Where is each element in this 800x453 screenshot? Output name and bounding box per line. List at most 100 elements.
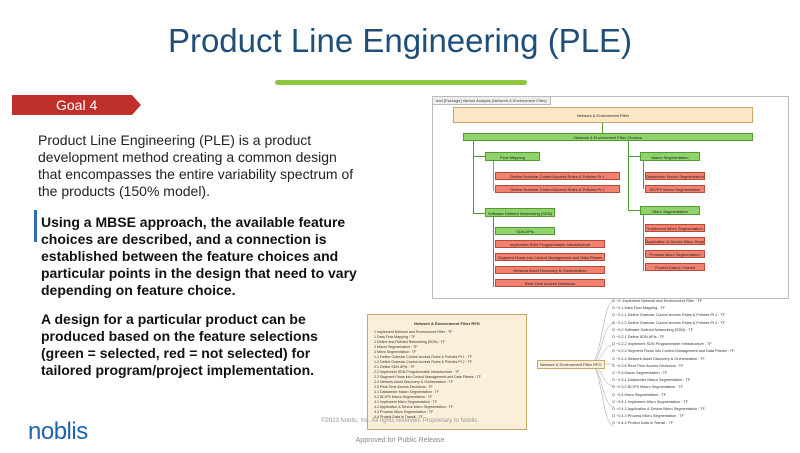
tree-item: 4.4 Protect Data in Transit : TF [374, 415, 423, 419]
sdn-node: Software Defined Networking (SDN) [485, 208, 555, 217]
node-label: Application & Device Micro Segmentation [646, 239, 705, 244]
mindmap-item: O ~0.3.1 Datacenter Macro Segmentation :… [612, 378, 691, 383]
mindmap-item: O ~0.4.4 Protect Data in Transit : TF [612, 421, 674, 426]
tree-title: Network & Environment Filter RFG [414, 321, 480, 326]
mindmap-item: O ~0.4.1 Implement Micro Segmentation : … [612, 399, 689, 404]
diagram-choices-node: Network & Environment Filter Choices [463, 133, 753, 141]
tree-item: 3 Micro Segmentation : TF [374, 350, 417, 354]
macro-seg-label: Macro Segmentation [651, 155, 689, 160]
node-label: Process Micro Segmentation [649, 252, 701, 257]
connector [628, 141, 629, 211]
tree-list: 1 Implement Network and Environment Filt… [368, 326, 526, 420]
connector [643, 215, 644, 271]
micro-seg-label: Micro Segmentation [652, 209, 688, 214]
node-label: Implement SDN Programmable Infrastructur… [509, 242, 591, 247]
mindmap-list: O ~0. Implement Network and Environment … [612, 298, 734, 428]
tree-item: 4.2 Application & Device Micro Segmentat… [374, 405, 454, 409]
mindmap-item: O ~0.1 Data Flow Mapping : TF [612, 306, 666, 311]
mindmap-item: O ~0.3.2 BC/PS Macro Segmentation : TF [612, 385, 683, 390]
mindmap-item: O ~0. Implement Network and Environment … [612, 299, 703, 303]
sdn-label: Software Defined Networking (SDN) [487, 211, 553, 216]
diagram-node-red: Network Asset Discovery & Orchestration [495, 266, 605, 274]
connector [628, 156, 640, 157]
micro-seg-node: Micro Segmentation [640, 206, 700, 215]
node-label: Implement Micro Segmentation [647, 226, 703, 231]
diagram-root-label: Network & Environment Filter [576, 113, 629, 118]
tree-item: 2.1 Define SDN APIs : TF [374, 365, 415, 369]
node-label: Segment Flows into Control Management an… [497, 255, 603, 260]
diagram-node-red: Process Micro Segmentation [645, 250, 705, 258]
mbse-paragraph: Using a MBSE approach, the available fea… [41, 214, 357, 298]
tree-item: 2.4 Network Asset Discovery & Orchestrat… [374, 380, 454, 384]
mindmap-item: O ~0.4.3 Process Micro Segmentation : TF [612, 414, 684, 419]
diagram-node-red: Datacenter Macro Segmentation [645, 172, 705, 180]
diagram-node-red: Protect Data in Transit [645, 263, 705, 271]
intro-text: Product Line Engineering (PLE) is a prod… [38, 132, 354, 199]
design-paragraph: A design for a particular product can be… [41, 311, 318, 378]
connector [643, 161, 644, 189]
mindmap-item: O ~0.2.4 Network Asset Discovery & Orche… [612, 356, 705, 361]
node-label: Datacenter Macro Segmentation [646, 174, 704, 179]
connector [602, 123, 603, 133]
flow-mapping-node: Flow Mapping [485, 152, 540, 161]
node-label: BC/PS Macro Segmentation [649, 187, 701, 192]
tree-item: 4.3 Process Micro Segmentation : TF [374, 410, 434, 414]
node-label: Define Granular Control Access Rules & P… [510, 187, 605, 192]
tree-item: 2.3 Segment Flows into Control Managemen… [374, 375, 482, 379]
mindmap-item: O ~0.3 Macro Segmentation : TF [612, 371, 668, 376]
connector [628, 210, 640, 211]
node-label: Network Asset Discovery & Orchestration [513, 268, 587, 273]
diagram-node-red: Real-Time Access Decisions [495, 279, 605, 287]
tree-item: 1 Data Flow Mapping : TF [374, 335, 416, 339]
tree-item: 2.2 Implement SDN Programmable Infrastru… [374, 370, 460, 374]
diagram-node-red: Implement Micro Segmentation [645, 224, 705, 232]
tree-item: 4.1 Implement Micro Segmentation : TF [374, 400, 438, 404]
goal-tab: Goal 4 [12, 95, 141, 115]
macro-seg-node: Macro Segmentation [640, 152, 700, 161]
connector [473, 141, 474, 213]
mindmap-item: O ~0.2.2 Implement SDN Programmable Infr… [612, 342, 712, 347]
tree-item: 2.5 Real-Time Access Decisions : TF [374, 385, 433, 389]
requirements-tree-panel: Network & Environment Filter RFG 1 Imple… [367, 314, 527, 430]
tree-item: 3.1 Datacenter Macro Segmentation : TF [374, 390, 440, 394]
diagram-node-red: Implement SDN Programmable Infrastructur… [495, 240, 605, 248]
mindmap-item: O ~0.2.3 Segment Flows into Control Mana… [612, 349, 735, 354]
tree-item: 1 Define and Refined Networking (SDN) : … [374, 340, 446, 344]
diagram-root-node: Network & Environment Filter [453, 107, 753, 123]
copyright-text: ©2023 Noblis, Inc. All rights reserved. … [321, 418, 479, 424]
mindmap-item: O ~0.2.1 Define SDN APIs : TF [612, 335, 665, 340]
diagram-node-red: Application & Device Micro Segmentation [645, 237, 705, 245]
tree-item: 1 Implement Network and Environment Filt… [374, 330, 453, 334]
node-label: Real-Time Access Decisions [524, 281, 576, 286]
diagram-node-red: Segment Flows into Control Management an… [495, 253, 605, 261]
mindmap-item: O ~0.1.2 Define Granular Control Access … [612, 320, 725, 325]
diagram-choices-label: Network & Environment Filter Choices [574, 135, 642, 140]
tree-item: 1.2 Define Granular Control Access Rules… [374, 360, 473, 364]
tree-item: 2 Macro Segmentation : TF [374, 345, 418, 349]
node-label: Define Granular Control Access Rules & P… [510, 174, 605, 179]
connector [473, 213, 485, 214]
diagram-node-red: Define Granular Control Access Rules & P… [495, 185, 620, 193]
tree-item: 1.1 Define Granular Control Access Rules… [374, 355, 473, 359]
release-text: Approved for Public Release [355, 437, 445, 444]
diagram-node-green: SDN APIs [495, 227, 555, 235]
node-label: Protect Data in Transit [655, 265, 695, 270]
diagram-node-red: BC/PS Macro Segmentation [645, 185, 705, 193]
node-label: SDN APIs [516, 229, 534, 234]
mindmap-item: O ~0.4 Micro Segmentation : TF [612, 392, 667, 397]
mindmap-center-node: Network & Environment Filter RFG [537, 360, 605, 369]
mindmap-item: O ~0.2 Software Defined Networking (SDN)… [612, 327, 694, 332]
connector [493, 161, 494, 191]
mindmap-item: O ~0.1.1 Define Granular Control Access … [612, 313, 725, 318]
slide-title: Product Line Engineering (PLE) [167, 22, 633, 59]
title-underline [275, 80, 527, 85]
feature-diagram: bdd [Package] Variant Analysis (Network … [432, 96, 789, 299]
accent-bar [34, 210, 37, 242]
flow-mapping-label: Flow Mapping [500, 155, 525, 160]
diagram-node-red: Define Granular Control Access Rules & P… [495, 172, 620, 180]
connector [493, 217, 494, 287]
tree-item: 3.2 BC/PS Macro Segmentation : TF [374, 395, 433, 399]
mindmap-item: O ~0.4.2 Application & Device Micro Segm… [612, 407, 705, 412]
mindmap-item: O ~0.2.5 Real-Time Access Decisions : TF [612, 363, 684, 368]
diagram-tab: bdd [Package] Variant Analysis (Network … [433, 97, 551, 105]
